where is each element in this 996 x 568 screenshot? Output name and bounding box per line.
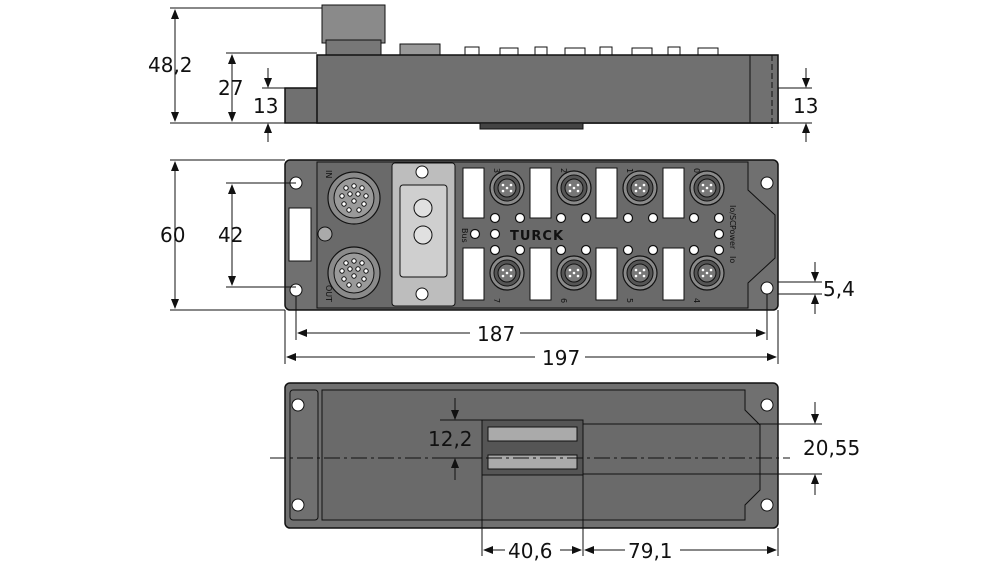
- port-label: 7: [492, 298, 501, 303]
- dim-5-4: 5,4: [823, 277, 855, 301]
- connector-out: [327, 246, 381, 300]
- port-label: 3: [492, 168, 501, 173]
- bottom-dimensions: 12,2 20,55 40,6 79,1: [428, 398, 860, 563]
- dim-42: 42: [218, 223, 243, 247]
- mounting-hole: [760, 176, 774, 190]
- bottom-view: [270, 382, 790, 529]
- status-leds: [469, 212, 725, 256]
- port-2: [556, 170, 592, 206]
- dim-13-right: 13: [793, 94, 818, 118]
- port-6: [556, 255, 592, 291]
- dim-13-left: 13: [253, 94, 278, 118]
- side-connector: [321, 4, 386, 44]
- port-1: [622, 170, 658, 206]
- label-bus: Bus: [460, 228, 469, 243]
- label-out: OUT: [324, 285, 333, 302]
- mounting-hole: [760, 281, 774, 295]
- label-io: Io: [728, 256, 737, 263]
- side-view: [284, 4, 779, 130]
- label-power: Power: [728, 225, 737, 250]
- dim-27: 27: [218, 76, 243, 100]
- dim-12-2: 12,2: [428, 427, 473, 451]
- label-in: IN: [324, 170, 333, 178]
- front-view: IN OUT 3 2 1 0 7 6 5 4: [284, 159, 779, 311]
- port-label: 5: [625, 298, 634, 303]
- port-5: [622, 255, 658, 291]
- port-label: 6: [559, 298, 568, 303]
- side-dimensions: 48,2 27 13 13: [148, 7, 818, 142]
- port-7: [489, 255, 525, 291]
- port-label: 4: [692, 298, 701, 303]
- dim-187: 187: [477, 322, 515, 346]
- dim-79-1: 79,1: [628, 539, 673, 563]
- label-io-sc: Io/SC: [728, 205, 737, 226]
- dim-20-55: 20,55: [803, 436, 860, 460]
- side-housing: [316, 54, 779, 124]
- front-dimensions: 60 42 187 197 5,4: [160, 159, 855, 370]
- port-label: 2: [559, 168, 568, 173]
- connector-in: [327, 171, 381, 225]
- port-4: [689, 255, 725, 291]
- port-label: 0: [692, 168, 701, 173]
- dim-60: 60: [160, 223, 185, 247]
- dim-48-2: 48,2: [148, 53, 193, 77]
- label-field: [288, 207, 312, 262]
- dim-40-6: 40,6: [508, 539, 553, 563]
- port-0: [689, 170, 725, 206]
- port-3: [489, 170, 525, 206]
- port-label: 1: [625, 168, 634, 173]
- brand-logo: TURCK: [510, 229, 564, 244]
- mounting-hole: [289, 283, 303, 297]
- dim-197: 197: [542, 346, 580, 370]
